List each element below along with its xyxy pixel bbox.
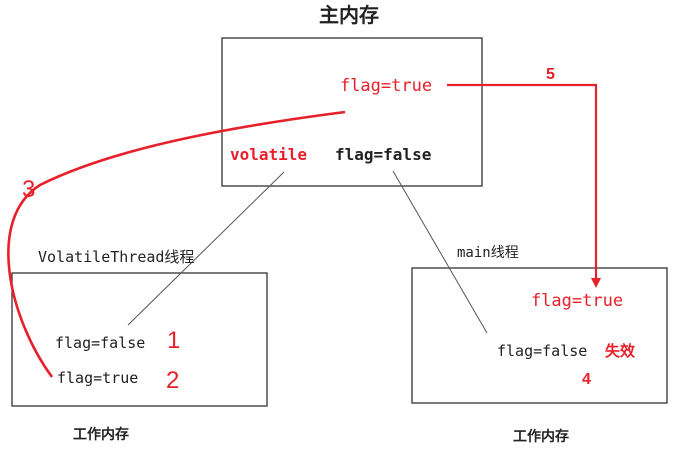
main-memory-title: 主内存: [319, 3, 379, 27]
main-thread-label: main线程: [457, 245, 519, 261]
step-4-label: 4: [582, 371, 591, 388]
volatile-thread-working-memory-caption: 工作内存: [73, 426, 129, 443]
volatile-thread-flag-true: flag=true: [57, 369, 138, 387]
main-memory-flag-true: flag=true: [340, 76, 432, 96]
main-thread-flag-false: flag=false: [497, 342, 587, 360]
main-thread-flag-true: flag=true: [531, 291, 623, 311]
step-2-label: 2: [166, 367, 179, 394]
main-memory-box: [221, 37, 483, 187]
step-5-label: 5: [546, 66, 555, 83]
main-memory-flag-false: flag=false: [335, 145, 431, 164]
volatile-keyword: volatile: [230, 145, 307, 164]
step-3-label: 3: [22, 176, 35, 203]
link-line-volatile-thread: [127, 171, 285, 326]
write-back-curve: [7, 110, 346, 378]
main-thread-working-memory-caption: 工作内存: [513, 428, 569, 445]
invalid-label: 失效: [605, 342, 636, 360]
volatile-thread-flag-false: flag=false: [55, 334, 145, 352]
step-1-label: 1: [167, 327, 180, 354]
link-line-main-thread: [392, 170, 488, 334]
main-thread-working-memory-box: [411, 267, 668, 404]
volatile-thread-working-memory-box: [11, 272, 268, 407]
sync-arrow: [447, 83, 601, 288]
volatile-thread-label: VolatileThread线程: [38, 248, 194, 266]
